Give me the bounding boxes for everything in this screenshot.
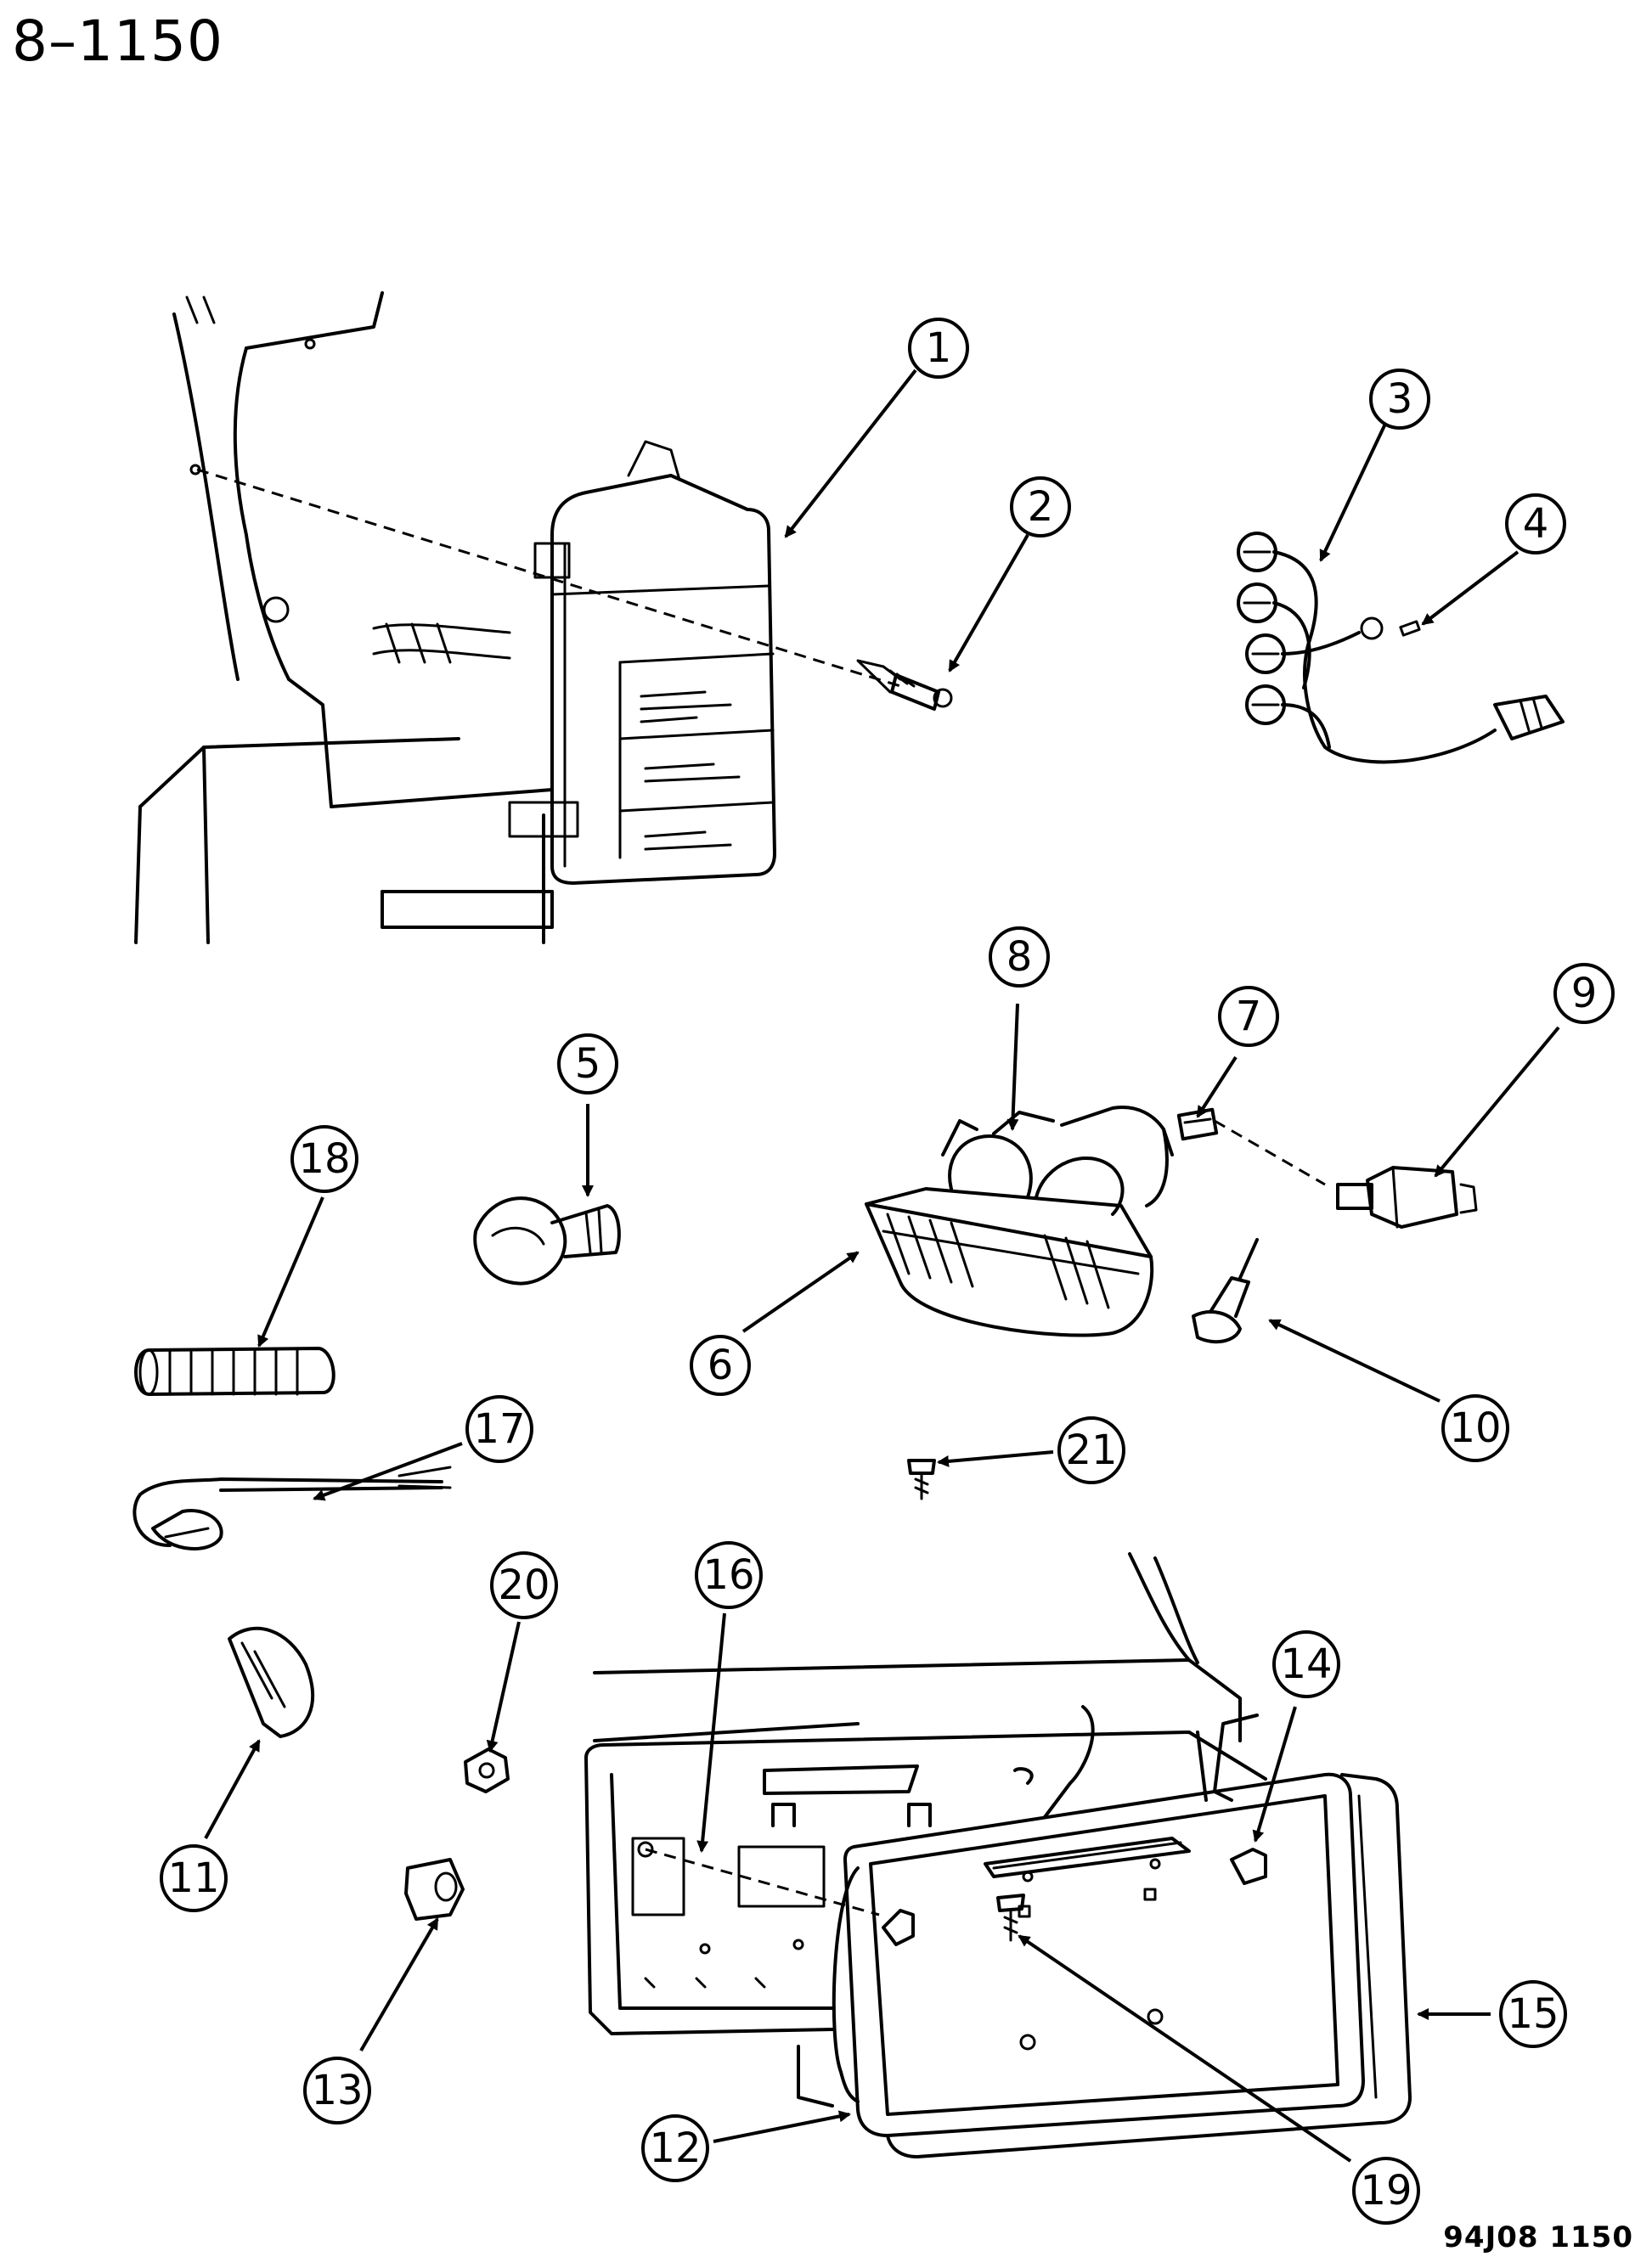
callout-17: 17 <box>465 1395 533 1463</box>
svg-text:7: 7 <box>1236 993 1262 1040</box>
svg-text:5: 5 <box>575 1040 601 1088</box>
socket-harness-illustration <box>1237 532 1565 764</box>
harness-17-illustration <box>132 1466 452 1550</box>
mounting-axis-line-lower <box>645 1848 880 1916</box>
svg-text:3: 3 <box>1387 375 1413 423</box>
bulb-11-illustration <box>228 1626 315 1738</box>
liftgate-panel-illustration <box>584 1552 1267 2035</box>
license-lamp-bezel-illustration <box>797 1772 1412 2158</box>
socket-10-illustration <box>1192 1238 1259 1344</box>
svg-text:11: 11 <box>167 1854 219 1902</box>
svg-text:12: 12 <box>649 2124 701 2172</box>
callout-5: 5 <box>557 1033 618 1095</box>
callout-6: 6 <box>690 1335 751 1396</box>
callout-15: 15 <box>1499 1980 1567 2048</box>
svg-text:16: 16 <box>702 1551 754 1599</box>
nut-20-illustration <box>464 1747 510 1793</box>
svg-text:19: 19 <box>1360 2167 1412 2215</box>
svg-text:2: 2 <box>1028 483 1054 531</box>
callout-2: 2 <box>1010 476 1071 537</box>
nut-13-illustration <box>404 1858 465 1921</box>
connector-axis-line <box>1214 1119 1326 1186</box>
tail-lamp-assembly-illustration <box>508 440 776 885</box>
callout-8: 8 <box>989 926 1050 988</box>
page-number: 8–1150 <box>12 8 223 74</box>
svg-text:21: 21 <box>1065 1427 1117 1474</box>
sleeve-18-illustration <box>134 1347 335 1396</box>
lamp-housing-illustration <box>865 1106 1219 1337</box>
callout-9: 9 <box>1553 963 1615 1024</box>
callout-11: 11 <box>160 1844 228 1912</box>
figure-code: 94J08 1150 <box>1443 2220 1633 2254</box>
svg-text:8: 8 <box>1006 933 1033 981</box>
callout-20: 20 <box>490 1551 558 1619</box>
svg-text:14: 14 <box>1280 1641 1332 1688</box>
screw-19-illustration <box>996 1894 1025 1942</box>
leader-lines <box>204 369 1560 2163</box>
rear-body-panel-illustration <box>134 291 554 944</box>
screw-2-illustration <box>856 659 953 711</box>
svg-text:10: 10 <box>1449 1404 1501 1452</box>
svg-text:15: 15 <box>1507 1990 1559 2038</box>
callout-21: 21 <box>1057 1416 1125 1484</box>
screw-21-illustration <box>907 1459 936 1500</box>
callout-18: 18 <box>290 1125 358 1193</box>
svg-text:18: 18 <box>298 1135 350 1183</box>
callout-13: 13 <box>303 2057 371 2124</box>
callout-3: 3 <box>1369 369 1430 430</box>
callout-12: 12 <box>641 2114 709 2182</box>
svg-text:9: 9 <box>1571 970 1598 1017</box>
svg-text:1: 1 <box>926 324 952 372</box>
callout-4: 4 <box>1505 493 1566 554</box>
svg-text:13: 13 <box>311 2067 363 2114</box>
callout-10: 10 <box>1441 1394 1509 1462</box>
callout-1: 1 <box>908 318 969 379</box>
svg-text:17: 17 <box>473 1405 525 1453</box>
switch-9-illustration <box>1336 1166 1478 1229</box>
svg-text:4: 4 <box>1523 500 1549 548</box>
callout-7: 7 <box>1218 986 1279 1047</box>
svg-text:6: 6 <box>708 1342 734 1389</box>
bulb-5-illustration <box>473 1196 621 1286</box>
callout-16: 16 <box>695 1541 763 1609</box>
svg-text:20: 20 <box>498 1562 550 1609</box>
mounting-axis-line <box>196 468 901 688</box>
callout-14: 14 <box>1272 1630 1340 1698</box>
callout-19: 19 <box>1352 2157 1420 2225</box>
